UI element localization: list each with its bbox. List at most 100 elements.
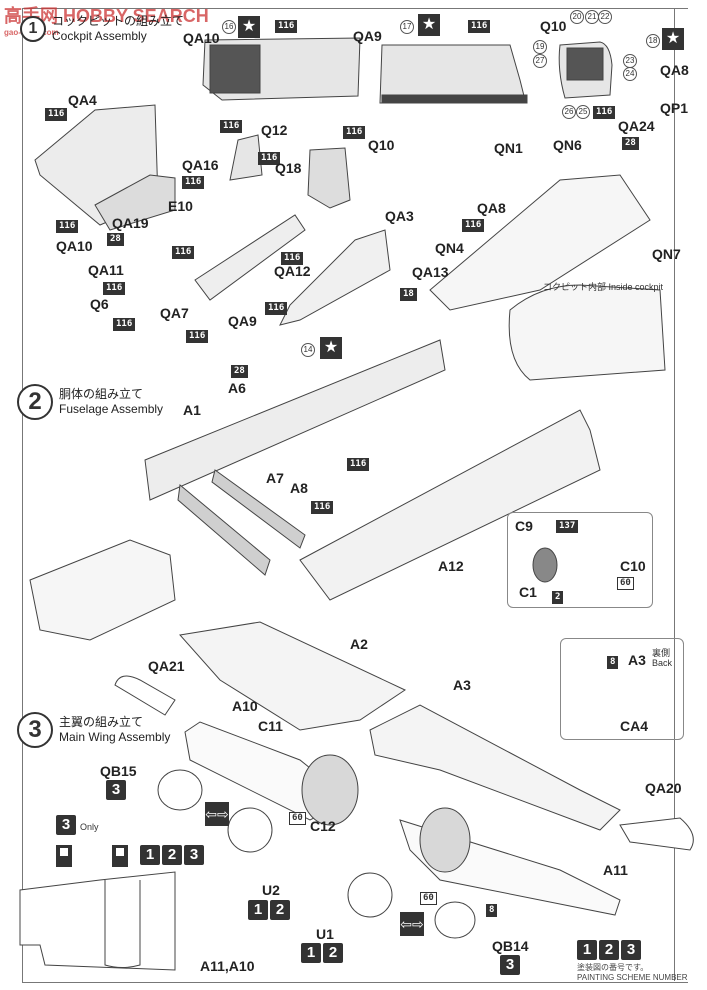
step-3-number: 3 [17,712,53,748]
label-c11: C11 [258,718,283,734]
label-a10: A10 [232,698,258,714]
landing-gear-inset [507,512,653,608]
wing-a2-drawing [179,621,407,731]
step-2-number: 2 [17,384,53,420]
paint-code-116: 116 [103,282,126,295]
label-a1: A1 [183,402,201,418]
step-2-heading: 2 胴体の組み立て Fuselage Assembly [17,384,163,420]
paint-code-116: 116 [182,176,205,189]
decal-25: 25 [576,105,590,119]
q10-bulkhead-drawing [307,147,351,209]
paint-code-60: 60 [420,892,437,905]
paint-code-28: 28 [231,365,248,378]
label-u1: U1 [316,926,334,942]
nose-drawing [29,539,176,641]
decal-24: 24 [623,67,637,81]
label-qa9-top: QA9 [353,28,382,44]
step-3-title: 主翼の組み立て Main Wing Assembly [59,715,171,744]
u1-cowl-drawing [347,872,393,918]
paint-code-116: 116 [220,120,243,133]
a7-strip-drawing [177,484,271,576]
label-c9: C9 [515,518,533,534]
label-a11: A11 [603,862,628,878]
decal-18: 18 [646,34,660,48]
paint-code-116: 116 [113,318,136,331]
paint-code-116: 116 [172,246,195,259]
decal-21: 21 [585,10,599,24]
fuselage-a12-drawing [299,409,601,601]
star-decal-icon: ★ [418,14,440,36]
decal-26: 26 [562,105,576,119]
qa20-tip-drawing [619,817,694,851]
gear-bay-drawing [301,754,359,826]
step-1-heading: 1 コックピットの組み立て Cockpit Assembly [20,14,184,44]
paint-code-8: 8 [607,656,619,669]
step-1-title: コックピットの組み立て Cockpit Assembly [52,14,185,43]
decal-14: 14 [301,343,315,357]
scheme-3-badge: 3 [106,780,126,800]
label-u2: U2 [262,882,280,898]
q12-seat-drawing [229,134,263,181]
star-decal-icon: ★ [238,16,260,38]
label-qa4: QA4 [68,92,97,108]
label-qa13: QA13 [412,264,449,280]
instrument-cluster-drawing [209,44,261,94]
label-q12: Q12 [261,122,288,138]
label-a6: A6 [228,380,246,396]
step-1-number: 1 [20,16,46,42]
paint-code-116: 116 [265,302,288,315]
page-frame-right [674,8,675,981]
paint-code-60: 60 [289,812,306,825]
label-qa20: QA20 [645,780,682,796]
paint-code-116: 116 [258,152,281,165]
flip-over-icon: ⇦⇨ [205,802,229,826]
paint-code-116: 116 [311,501,334,514]
back-caption: 裏側 Back [652,648,673,668]
label-a2: A2 [350,636,368,652]
decal-19: 19 [533,40,547,54]
paint-code-116: 116 [281,252,304,265]
fuselage-a1-drawing [144,339,446,501]
paint-code-137: 137 [556,520,579,533]
label-qa3: QA3 [385,208,414,224]
label-qb15: QB15 [100,763,137,779]
label-a12: A12 [438,558,464,574]
label-qa10: QA10 [56,238,93,254]
paint-code-18: 18 [400,288,417,301]
step-3-heading: 3 主翼の組み立て Main Wing Assembly [17,712,170,748]
paint-code-116: 116 [45,108,68,121]
decal-16: 16 [222,20,236,34]
cockpit-floor-drawing [194,214,306,301]
label-a11-a10: A11,A10 [200,958,255,974]
flip-over-icon: ⇦⇨ [400,912,424,936]
qb14-cowl-drawing [434,901,476,939]
canopy-drawing [429,174,651,311]
label-qa7: QA7 [160,305,189,321]
a8-strip-drawing [211,469,306,549]
label-c12: C12 [310,818,336,834]
scheme-3-badge: 3 [500,955,520,975]
decal-22: 22 [598,10,612,24]
label-qa16: QA16 [182,157,219,173]
label-qn6: QN6 [553,137,582,153]
painting-scheme-note: 塗装図の番号です。 PAINTING SCHEME NUMBER [577,963,688,982]
label-q18: Q18 [275,160,302,176]
decal-23: 23 [623,54,637,68]
star-decal-icon: ★ [662,28,684,50]
label-qa19: QA19 [112,215,149,231]
label-a8: A8 [290,480,308,496]
paint-code-28: 28 [622,137,639,150]
label-qa21: QA21 [148,658,185,674]
label-qa11: QA11 [88,262,124,278]
label-a3-back: A3 [628,652,646,668]
qa3-drawing [279,229,391,326]
qa9-panel-drawing [379,44,526,104]
label-qp1: QP1 [660,100,689,116]
label-qa9: QA9 [228,313,257,329]
page-frame [22,8,688,983]
paint-code-116: 116 [468,20,491,33]
label-a7: A7 [266,470,284,486]
